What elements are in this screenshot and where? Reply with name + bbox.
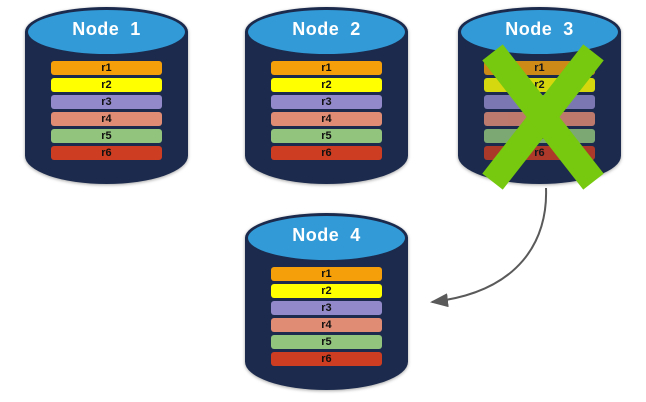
node-3-records: r1 r2 r3 r4 r5 r6 xyxy=(458,61,621,160)
node-2[interactable]: Node 2 r1 r2 r3 r4 r5 r6 xyxy=(245,7,408,184)
record-r6[interactable]: r6 xyxy=(484,146,595,160)
record-r3[interactable]: r3 xyxy=(271,95,382,109)
record-r2[interactable]: r2 xyxy=(271,284,382,298)
node-4[interactable]: Node 4 r1 r2 r3 r4 r5 r6 xyxy=(245,213,408,390)
record-r4[interactable]: r4 xyxy=(271,318,382,332)
record-r1[interactable]: r1 xyxy=(271,267,382,281)
record-r1[interactable]: r1 xyxy=(271,61,382,75)
record-r1[interactable]: r1 xyxy=(51,61,162,75)
record-r6[interactable]: r6 xyxy=(51,146,162,160)
node-3[interactable]: Node 3 r1 r2 r3 r4 r5 r6 xyxy=(458,7,621,190)
record-r3[interactable]: r3 xyxy=(51,95,162,109)
record-r5[interactable]: r5 xyxy=(271,335,382,349)
node-2-cylinder-top xyxy=(246,8,407,56)
record-r5[interactable]: r5 xyxy=(484,129,595,143)
record-r5[interactable]: r5 xyxy=(271,129,382,143)
record-r2[interactable]: r2 xyxy=(51,78,162,92)
record-r1[interactable]: r1 xyxy=(484,61,595,75)
record-r2[interactable]: r2 xyxy=(484,78,595,92)
node-2-records: r1 r2 r3 r4 r5 r6 xyxy=(245,61,408,160)
node-1[interactable]: Node 1 r1 r2 r3 r4 r5 r6 xyxy=(25,7,188,184)
record-r4[interactable]: r4 xyxy=(484,112,595,126)
record-r2[interactable]: r2 xyxy=(271,78,382,92)
record-r3[interactable]: r3 xyxy=(271,301,382,315)
record-r4[interactable]: r4 xyxy=(271,112,382,126)
node-3-cylinder-top xyxy=(459,8,620,56)
record-r4[interactable]: r4 xyxy=(51,112,162,126)
record-r3[interactable]: r3 xyxy=(484,95,595,109)
record-r6[interactable]: r6 xyxy=(271,352,382,366)
node-1-records: r1 r2 r3 r4 r5 r6 xyxy=(25,61,188,160)
record-r6[interactable]: r6 xyxy=(271,146,382,160)
node-4-cylinder-top xyxy=(246,214,407,262)
node-1-cylinder-top xyxy=(26,8,187,56)
node-4-records: r1 r2 r3 r4 r5 r6 xyxy=(245,267,408,366)
record-r5[interactable]: r5 xyxy=(51,129,162,143)
